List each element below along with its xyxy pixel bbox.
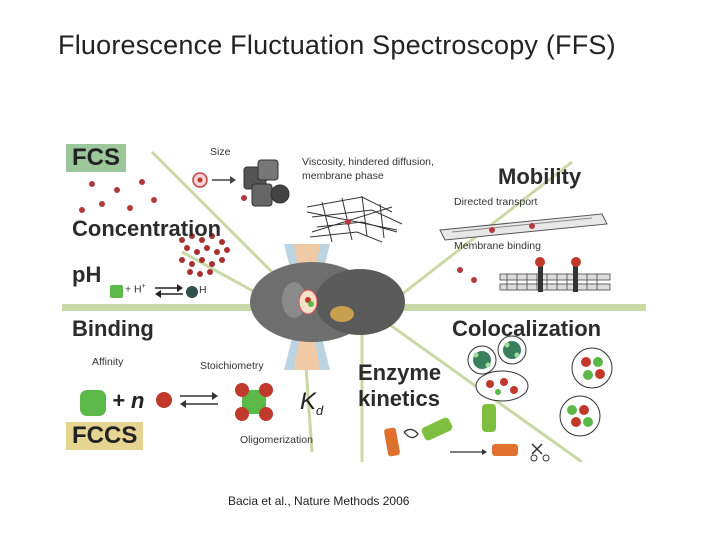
concentration-dots-sparse: [79, 179, 157, 213]
size-label: Size: [210, 146, 231, 158]
cell: [250, 262, 405, 342]
ph-reaction-product: H: [199, 284, 207, 296]
ph-reaction: + H+: [125, 283, 146, 296]
stoichiometry-label: Stoichiometry: [200, 360, 264, 372]
viscosity-line1: Viscosity, hindered diffusion,: [302, 156, 434, 168]
size-cluster: [243, 159, 290, 207]
figure-graphics: [62, 150, 646, 462]
ph-reaction-plus: + H: [125, 283, 142, 296]
binding-green-particle: [80, 390, 106, 416]
mobility-label: Mobility: [498, 164, 582, 189]
viscosity-line2: membrane phase: [302, 170, 384, 182]
binding-red-particle: [156, 392, 172, 408]
enzyme-graphics: [384, 404, 550, 462]
ffs-figure: FCS FCCS Concentration pH + H+ H Binding…: [62, 132, 646, 462]
enzyme-line1: Enzyme: [358, 360, 442, 385]
binding-label: Binding: [72, 316, 154, 341]
fccs-label: FCCS: [66, 422, 144, 450]
membrane-bilayer: [499, 257, 611, 292]
concentration-label: Concentration: [72, 216, 222, 241]
oligomerization-label: Oligomerization: [240, 434, 313, 446]
colocalization-label: Colocalization: [452, 316, 602, 341]
binding-equation: + n: [112, 388, 145, 413]
slide-title: Fluorescence Fluctuation Spectroscopy (F…: [58, 30, 616, 60]
ph-green-particle: [110, 285, 123, 298]
affinity-label: Affinity: [92, 356, 124, 368]
ph-dark-particle: [186, 286, 198, 298]
fcs-label: FCS: [66, 144, 126, 172]
colocalization-vesicles: [467, 335, 613, 437]
enzyme-line2: kinetics: [358, 386, 440, 411]
viscosity-mesh: [306, 195, 403, 243]
membrane-binding-label: Membrane binding: [454, 240, 541, 252]
complex-graphic: [235, 383, 273, 421]
ph-reaction-sup: +: [141, 283, 146, 290]
kd-main: K: [300, 388, 317, 415]
directed-transport-tube: [439, 213, 608, 241]
ph-label: pH: [72, 262, 102, 287]
directed-transport-label: Directed transport: [454, 196, 538, 208]
citation: Bacia et al., Nature Methods 2006: [228, 494, 410, 508]
kd-label: Kd: [300, 388, 323, 418]
kd-sub: d: [316, 402, 324, 418]
concentration-dots-dense: [179, 233, 230, 277]
